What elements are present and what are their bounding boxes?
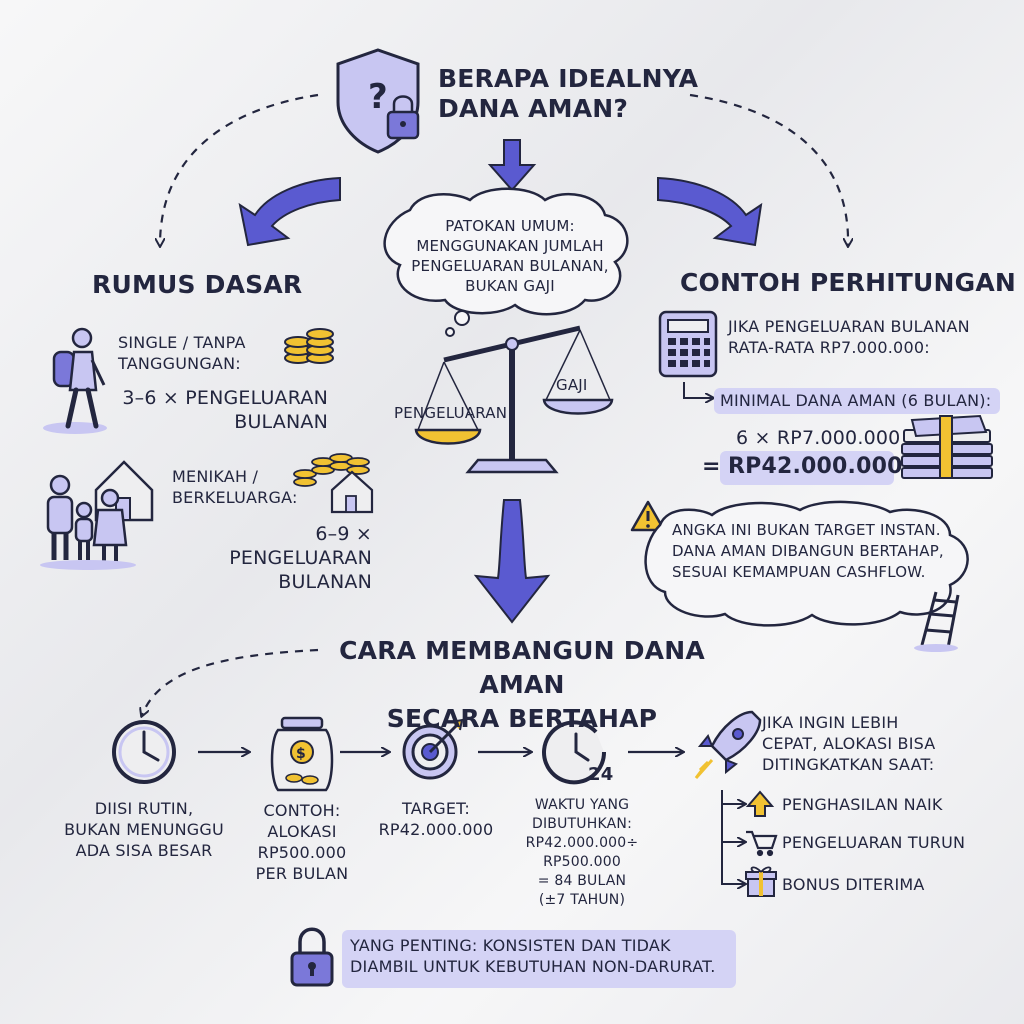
- lock-icon: [290, 927, 334, 987]
- clock-number: 24: [588, 764, 614, 785]
- highlight-result: [720, 451, 894, 485]
- contoh-intro: JIKA PENGELUARAN BULANAN RATA-RATA RP7.0…: [728, 317, 970, 357]
- note-cloud: [644, 500, 969, 627]
- dashed-arrow-left: [160, 93, 319, 245]
- calculator-icon: [658, 310, 718, 378]
- min-label: MINIMAL DANA AMAN (6 BULAN):: [720, 391, 992, 410]
- target-icon: [402, 718, 464, 780]
- svg-text:$: $: [296, 746, 306, 762]
- money-stack-icon: [901, 414, 993, 479]
- family-value: 6–9 × PENGELUARAN BULANAN: [229, 523, 372, 593]
- arrow-down-center: [473, 499, 551, 624]
- dashed-arrow-right: [689, 93, 848, 245]
- branch-lines: [721, 790, 744, 884]
- option-bonus: BONUS DITERIMA: [782, 875, 925, 894]
- money-jar-icon: $: [270, 716, 334, 792]
- main-title: BERAPA IDEALNYA DANA AMAN?: [438, 64, 699, 123]
- family-label: MENIKAH / BERKELUARGA:: [172, 467, 298, 507]
- option-income: PENGHASILAN NAIK: [782, 795, 943, 814]
- clock-24-icon: [542, 720, 607, 785]
- result-value: RP42.000.000: [728, 454, 903, 479]
- balance-scale-icon: [414, 325, 614, 474]
- scale-left-label: PENGELUARAN: [394, 404, 508, 422]
- gift-icon: [745, 866, 777, 897]
- coins-house-icon: [293, 453, 374, 514]
- calc-text: 6 × RP7.000.000: [736, 427, 901, 449]
- arrow-down-right: [657, 176, 763, 247]
- hiker-icon: [43, 327, 107, 434]
- arrow-down-top: [487, 139, 537, 192]
- scale-right-label: GAJI: [556, 376, 588, 394]
- highlight-min: [714, 388, 1000, 414]
- cara-heading: CARA MEMBANGUN DANA AMAN SECARA BERTAHAP: [339, 636, 705, 733]
- faster-text: JIKA INGIN LEBIH CEPAT, ALOKASI BISA DIT…: [762, 713, 936, 774]
- coins-icon: [284, 328, 334, 364]
- step-2-text: CONTOH: ALOKASI RP500.000 PER BULAN: [255, 801, 349, 883]
- rumus-heading: RUMUS DASAR: [92, 270, 303, 299]
- contoh-heading: CONTOH PERHITUNGAN: [680, 268, 1016, 297]
- clock-icon: [112, 720, 176, 784]
- warning-icon: [630, 500, 666, 532]
- elbow-arrow: [683, 382, 712, 398]
- cart-icon: [746, 830, 778, 857]
- note-text: ANGKA INI BUKAN TARGET INSTAN. DANA AMAN…: [672, 521, 944, 581]
- step-3-text: TARGET: RP42.000.000: [378, 799, 494, 839]
- step-4-text: WAKTU YANG DIBUTUHKAN: RP42.000.000÷ RP5…: [525, 797, 639, 908]
- rocket-icon: [694, 710, 762, 779]
- svg-text:?: ?: [368, 77, 388, 117]
- footer-text: YANG PENTING: KONSISTEN DAN TIDAK DIAMBI…: [350, 936, 716, 976]
- single-value: 3–6 × PENGELUARAN BULANAN: [122, 387, 328, 433]
- option-expense: PENGELUARAN TURUN: [782, 833, 966, 852]
- family-house-icon: [40, 460, 154, 570]
- arrow-up-icon: [745, 790, 775, 817]
- dashed-arrow-bottom: [142, 648, 319, 715]
- step-1-text: DIISI RUTIN, BUKAN MENUNGGU ADA SISA BES…: [64, 799, 224, 860]
- ladder-icon: [914, 591, 960, 652]
- shield-question-icon: ?: [336, 48, 420, 154]
- arrow-down-left: [238, 176, 341, 247]
- thought-bubble: [383, 187, 629, 316]
- result-eq: =: [702, 454, 721, 479]
- highlight-footer: [342, 930, 736, 988]
- bubble-main-text: PATOKAN UMUM: MENGGUNAKAN JUMLAH PENGELU…: [411, 217, 609, 295]
- single-label: SINGLE / TANPA TANGGUNGAN:: [118, 333, 246, 373]
